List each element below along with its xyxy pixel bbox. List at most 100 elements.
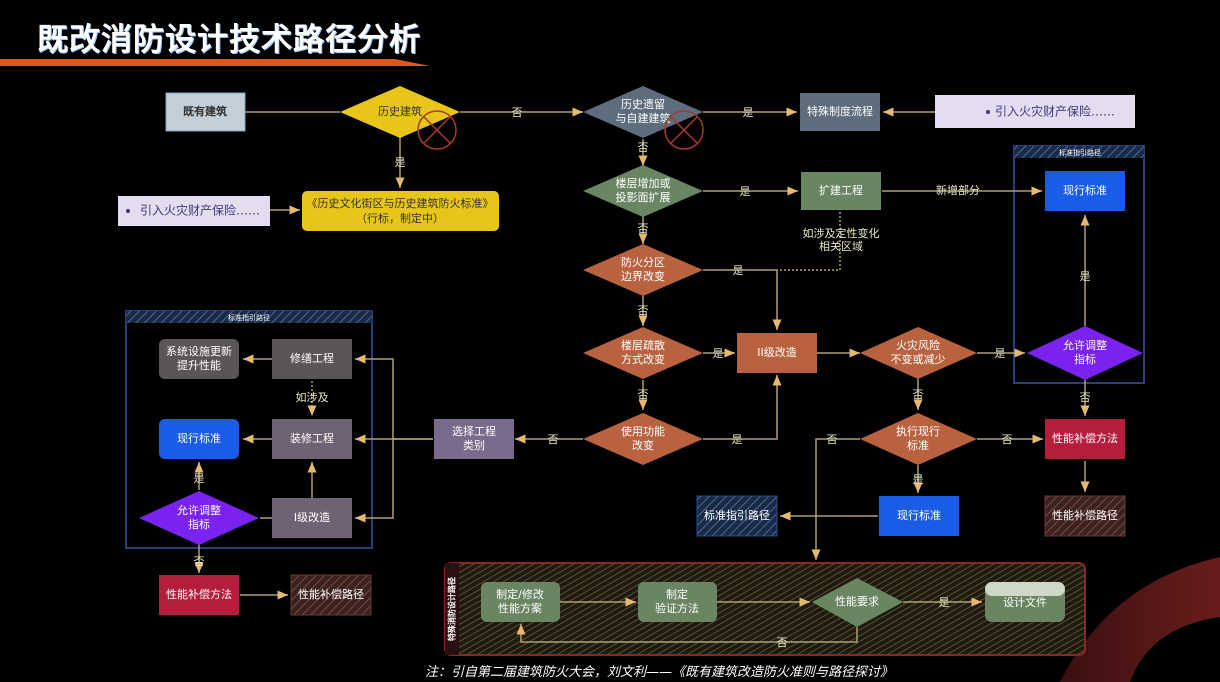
decision-evacuation[interactable]: 楼层疏散 方式改变 bbox=[583, 327, 703, 379]
svg-text:系统设施更新: 系统设施更新 bbox=[166, 344, 232, 358]
decision-allow-adjust-right[interactable]: 允许调整 指标 bbox=[1027, 326, 1143, 380]
label-yes: 是 bbox=[395, 156, 406, 169]
decision-perf-requirement[interactable]: 性能要求 bbox=[812, 578, 903, 627]
node-perf-plan[interactable]: 制定/修改 性能方案 bbox=[481, 582, 560, 622]
svg-text:修缮工程: 修缮工程 bbox=[290, 351, 334, 365]
page-title: 既改消防设计技术路径分析 bbox=[37, 22, 421, 58]
svg-text:（行标，制定中）: （行标，制定中） bbox=[356, 211, 444, 225]
node-level1[interactable]: I级改造 bbox=[272, 498, 352, 538]
decision-execute-standard[interactable]: 执行现行 标准 bbox=[860, 413, 977, 465]
note-insurance-left: 引入火灾财产保险…… bbox=[118, 196, 270, 226]
label-qualitative: 如涉及定性变化 bbox=[803, 226, 880, 240]
note-insurance-right: 引入火灾财产保险…… bbox=[935, 95, 1135, 128]
decision-allow-adjust-left[interactable]: 允许调整 指标 bbox=[139, 491, 259, 545]
node-expansion[interactable]: 扩建工程 bbox=[801, 172, 881, 210]
svg-text:使用功能: 使用功能 bbox=[621, 424, 665, 438]
svg-text:《历史文化街区与历史建筑防火标准》: 《历史文化街区与历史建筑防火标准》 bbox=[307, 196, 494, 210]
label-qualitative: 相关区域 bbox=[819, 239, 863, 253]
node-perf-path-left[interactable]: 性能补偿路径 bbox=[290, 574, 372, 616]
label-if-involved: 如涉及 bbox=[296, 390, 329, 404]
label-yes: 是 bbox=[743, 106, 754, 119]
group-special-fire-design: 特殊消防设计路径 bbox=[444, 562, 1086, 656]
svg-text:防火分区: 防火分区 bbox=[621, 255, 665, 269]
label-new-part: 新增部分 bbox=[936, 183, 980, 197]
svg-text:性能补偿方法: 性能补偿方法 bbox=[166, 587, 232, 601]
node-existing-building[interactable]: 既有建筑 bbox=[165, 92, 246, 132]
label-no: 否 bbox=[194, 555, 205, 568]
node-current-standard-right[interactable]: 现行标准 bbox=[1045, 171, 1125, 211]
svg-text:扩建工程: 扩建工程 bbox=[819, 183, 863, 197]
node-current-standard-mid[interactable]: 现行标准 bbox=[879, 496, 959, 536]
svg-text:指标: 指标 bbox=[188, 517, 210, 531]
label-no: 否 bbox=[638, 388, 649, 401]
svg-text:装修工程: 装修工程 bbox=[290, 431, 334, 445]
node-special-process[interactable]: 特殊制度流程 bbox=[800, 93, 880, 131]
title-underline bbox=[0, 59, 430, 66]
edges bbox=[194, 107, 1090, 643]
svg-text:I级改造: I级改造 bbox=[294, 510, 330, 524]
decision-floor-add[interactable]: 楼层增加或 投影面扩展 bbox=[583, 165, 703, 217]
svg-text:类别: 类别 bbox=[463, 438, 485, 452]
svg-text:提升性能: 提升性能 bbox=[177, 358, 221, 372]
svg-text:性能补偿路径: 性能补偿路径 bbox=[298, 587, 364, 601]
cross-circle-icon bbox=[417, 110, 457, 150]
node-repair[interactable]: 修缮工程 bbox=[272, 339, 352, 379]
svg-text:楼层疏散: 楼层疏散 bbox=[621, 338, 665, 352]
label-no: 否 bbox=[548, 433, 559, 446]
svg-text:验证方法: 验证方法 bbox=[655, 601, 699, 615]
decision-legacy-selfbuilt[interactable]: 历史遗留 与自建建筑 bbox=[583, 86, 703, 138]
svg-text:II级改造: II级改造 bbox=[757, 345, 797, 359]
node-design-document[interactable]: 设计文件 bbox=[985, 582, 1065, 622]
svg-text:制定: 制定 bbox=[666, 587, 688, 601]
node-perf-method-left[interactable]: 性能补偿方法 bbox=[159, 575, 239, 615]
decision-firezone[interactable]: 防火分区 边界改变 bbox=[583, 244, 703, 296]
label-yes: 是 bbox=[740, 185, 751, 198]
label-no: 否 bbox=[777, 636, 788, 649]
node-perf-path-right[interactable]: 性能补偿路径 bbox=[1044, 495, 1126, 537]
decision-fire-risk[interactable]: 火灾风险 不变或减少 bbox=[860, 327, 977, 379]
svg-text:历史建筑: 历史建筑 bbox=[378, 104, 422, 118]
label-no: 否 bbox=[913, 388, 924, 401]
svg-text:投影面扩展: 投影面扩展 bbox=[616, 190, 671, 204]
svg-text:性能补偿路径: 性能补偿路径 bbox=[1052, 508, 1118, 522]
label-no: 否 bbox=[512, 106, 523, 119]
node-system-upgrade[interactable]: 系统设施更新 提升性能 bbox=[159, 339, 239, 379]
decision-usage[interactable]: 使用功能 改变 bbox=[583, 413, 703, 465]
svg-text:指标: 指标 bbox=[1074, 352, 1096, 366]
label-no: 否 bbox=[827, 433, 838, 446]
decorative-swoosh bbox=[1060, 557, 1220, 682]
node-decoration[interactable]: 装修工程 bbox=[272, 419, 352, 459]
node-verify-method[interactable]: 制定 验证方法 bbox=[638, 582, 717, 622]
node-level2[interactable]: II级改造 bbox=[737, 333, 817, 373]
label-yes: 是 bbox=[913, 473, 924, 486]
group-standard-guidance-left: 标准指引路径 bbox=[125, 310, 373, 549]
decision-historic-building[interactable]: 历史建筑 bbox=[340, 86, 460, 138]
svg-text:历史遗留: 历史遗留 bbox=[621, 97, 665, 111]
svg-text:火灾风险: 火灾风险 bbox=[896, 338, 940, 352]
svg-text:楼层增加或: 楼层增加或 bbox=[616, 176, 671, 190]
svg-text:性能方案: 性能方案 bbox=[498, 601, 542, 615]
footnote: 注：引自第二届建筑防火大会，刘文利——《既有建筑改造防火准则与路径探讨》 bbox=[425, 665, 894, 680]
svg-text:现行标准: 现行标准 bbox=[897, 508, 941, 522]
svg-text:不变或减少: 不变或减少 bbox=[891, 352, 946, 366]
svg-text:引入火灾财产保险……: 引入火灾财产保险…… bbox=[140, 203, 260, 218]
label-no: 否 bbox=[638, 222, 649, 235]
svg-text:既有建筑: 既有建筑 bbox=[183, 104, 227, 118]
node-historic-standard[interactable]: 《历史文化街区与历史建筑防火标准》 （行标，制定中） bbox=[302, 191, 499, 231]
group-standard-guidance-right: 标准指引路径 bbox=[1013, 145, 1145, 384]
edge-labels: 否 是 是 否 是 否 是 否 是 否 是 否 是 否 否 否 是 是 否 是 … bbox=[194, 106, 1091, 649]
svg-text:执行现行: 执行现行 bbox=[896, 424, 940, 438]
node-current-standard-left[interactable]: 现行标准 bbox=[159, 419, 239, 459]
node-perf-method-right[interactable]: 性能补偿方法 bbox=[1045, 419, 1125, 459]
node-standard-guidance-path[interactable]: 标准指引路径 bbox=[696, 495, 778, 537]
svg-text:允许调整: 允许调整 bbox=[1063, 338, 1107, 352]
svg-text:性能补偿方法: 性能补偿方法 bbox=[1052, 431, 1118, 445]
cross-circle-icon bbox=[664, 110, 704, 150]
node-select-category[interactable]: 选择工程 类别 bbox=[434, 419, 514, 459]
label-no: 否 bbox=[638, 304, 649, 317]
label-no: 否 bbox=[1080, 391, 1091, 404]
special-path-title: 特殊消防设计路径 bbox=[447, 577, 457, 641]
label-yes: 是 bbox=[995, 347, 1006, 360]
group-title: 标准指引路径 bbox=[228, 313, 270, 322]
